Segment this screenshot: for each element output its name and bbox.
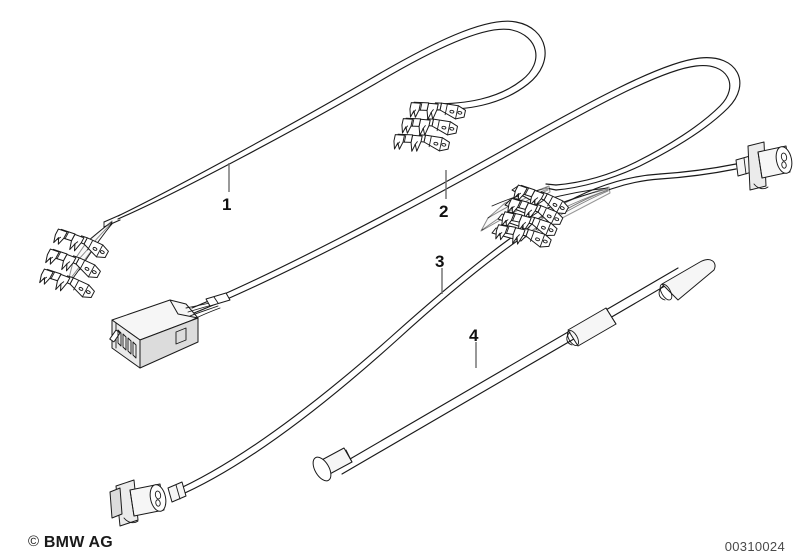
part3-terminal-a <box>511 178 571 224</box>
callout-1: 1 <box>222 195 232 214</box>
callout-leaders <box>228 163 477 368</box>
callout-4: 4 <box>469 326 479 345</box>
rectangular-multipin-connector <box>109 299 199 369</box>
part-3-harness <box>171 141 793 498</box>
part-2-harness <box>109 57 741 369</box>
coax-connector-right <box>735 141 793 191</box>
part4-left-end-cap <box>312 447 353 482</box>
part3-terminal-c <box>497 204 559 246</box>
part-4-sleeved-cable <box>312 259 716 482</box>
part4-right-end-cap <box>658 259 716 301</box>
part3-terminal-b <box>504 191 565 235</box>
copyright-owner: BMW AG <box>43 534 113 551</box>
part-1-harness <box>37 20 546 308</box>
part3-terminal-d <box>491 217 553 258</box>
diagram-number: 00310024 <box>724 539 785 554</box>
callout-2: 2 <box>439 202 449 221</box>
callout-3: 3 <box>435 252 445 271</box>
part4-mid-ferrule <box>566 307 617 347</box>
coax-connector-left <box>109 479 187 527</box>
copyright-notice: © BMW AG <box>28 533 113 552</box>
copyright-symbol: © <box>28 533 40 550</box>
